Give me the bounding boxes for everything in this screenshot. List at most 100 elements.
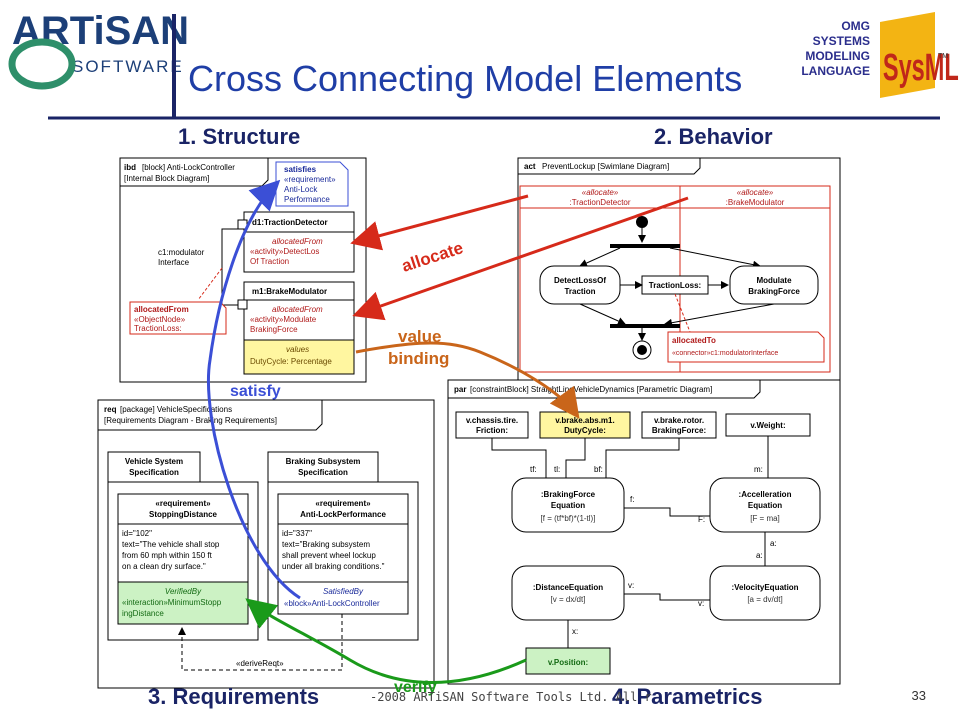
action-modulate	[729, 265, 819, 305]
pin-F: F:	[698, 515, 705, 524]
constraint-distance-1: :DistanceEquation	[533, 583, 603, 592]
action-modulate-1: Modulate	[756, 276, 792, 285]
value-binding-label-1: value	[398, 327, 441, 346]
ibd-header-kw: ibd	[124, 163, 136, 172]
artisan-logo-text: ARTiSAN	[12, 9, 189, 53]
allocated-to-note-connector: «connector»c1:modulatorInterface	[672, 350, 778, 357]
part-d1-alloc-1: «activity»DetectLos	[250, 247, 319, 256]
pin-x: x:	[572, 627, 578, 636]
quadrant-structure-heading: 1. Structure	[178, 124, 301, 149]
req-header-1: [package] VehicleSpecifications	[120, 405, 232, 414]
activity-diagram: act PreventLockup [Swimlane Diagram] «al…	[517, 157, 841, 381]
req2-keyword: «requirement»	[315, 499, 371, 508]
part-m1-alloc-label: allocatedFrom	[272, 305, 323, 314]
pkg-braking-name-1: Braking Subsystem	[286, 457, 361, 466]
swimlane-1-kw: «allocate»	[582, 188, 619, 197]
prop-braking-force-1: v.brake.rotor.	[654, 416, 704, 425]
prop-braking-force-2: BrakingForce:	[652, 426, 706, 435]
pin-a-2: a:	[756, 551, 763, 560]
requirement-anti-lock-performance	[277, 493, 409, 615]
allocate-arrow-2	[352, 196, 689, 321]
constraint-velocity-expr: [a = dv/dt]	[747, 595, 782, 604]
allocated-from-anchor	[197, 267, 223, 301]
action-modulate-2: BrakingForce	[748, 287, 800, 296]
constraint-braking-force-2: Equation	[551, 501, 585, 510]
satisfies-note-line-1: «requirement»	[284, 175, 336, 184]
req1-verified-2: ingDistance	[122, 609, 164, 618]
values-duty-cycle: DutyCycle: Percentage	[250, 357, 332, 366]
part-d1-title: d1:TractionDetector	[252, 218, 328, 227]
swimlane-2-kw: «allocate»	[737, 188, 774, 197]
object-node-traction-loss-label: TractionLoss:	[649, 281, 701, 290]
initial-node	[636, 216, 648, 228]
action-detect-loss	[539, 265, 621, 305]
prop-braking-force	[641, 411, 717, 439]
act-header: PreventLockup [Swimlane Diagram]	[542, 162, 669, 171]
prop-weight-label: v.Weight:	[750, 421, 785, 430]
satisfies-note-line-3: Performance	[284, 195, 330, 204]
pin-a-1: a:	[770, 539, 777, 548]
req1-keyword: «requirement»	[155, 499, 211, 508]
req2-id: id="337"	[282, 529, 312, 538]
satisfies-note-title: satisfies	[284, 165, 317, 174]
constraint-braking-force-expr: [f = (tf*bf)*(1-tl)]	[541, 514, 596, 523]
connector-c1	[221, 228, 242, 306]
req2-satisfied-label: SatisfiedBy	[323, 587, 364, 596]
req1-name: StoppingDistance	[149, 510, 218, 519]
prop-tire-friction	[455, 411, 529, 439]
pin-m: m:	[754, 465, 763, 474]
action-detect-loss-1: DetectLossOf	[554, 276, 606, 285]
pin-bf: bf:	[594, 465, 603, 474]
parametric-diagram: par [constraintBlock] StraightLineVehicl…	[447, 379, 841, 685]
omg-line-2: SYSTEMS	[813, 34, 870, 48]
prop-position-label: v.Position:	[548, 658, 588, 667]
requirements-diagram: req [package] VehicleSpecifications [Req…	[97, 399, 435, 689]
allocated-from-note	[129, 301, 227, 335]
swimlane-2-name: :BrakeModulator	[726, 198, 785, 207]
pkg-braking-subsystem-tab	[267, 451, 379, 483]
derive-reqt-link	[178, 614, 343, 671]
constraint-velocity-1: :VelocityEquation	[731, 583, 798, 592]
omg-line-1: OMG	[841, 19, 870, 33]
part-m1-alloc-2: BrakingForce	[250, 325, 298, 334]
req1-verified-1: «interaction»MinimumStopp	[122, 598, 222, 607]
artisan-logo-subtext: SOFTWARE	[72, 57, 184, 76]
satisfy-arrow	[206, 179, 301, 600]
verify-label: verify	[394, 679, 437, 696]
value-binding-label-2: binding	[388, 349, 449, 368]
allocated-from-note-2: TractionLoss:	[134, 324, 182, 333]
allocated-from-note-1: «ObjectNode»	[134, 315, 186, 324]
join-bar	[610, 324, 680, 328]
req1-verified-label: VerifiedBy	[165, 587, 202, 596]
req1-id: id="102"	[122, 529, 152, 538]
constraint-acceleration-2: Equation	[748, 501, 782, 510]
req2-name: Anti-LockPerformance	[300, 510, 386, 519]
fork-bar	[610, 244, 680, 248]
constraint-distance-expr: [v = dx/dt]	[551, 595, 586, 604]
page-number: 33	[911, 688, 926, 703]
satisfy-label: satisfy	[230, 383, 281, 400]
omg-sysml-logo: OMG SYSTEMS MODELING LANGUAGE SysML TM	[801, 12, 959, 98]
req2-text-1: text="Braking subsystem	[282, 540, 370, 549]
par-header-kw: par	[454, 385, 466, 394]
act-header-kw: act	[524, 162, 536, 171]
allocate-arrow-1	[350, 194, 529, 251]
constraint-braking-force-1: :BrakingForce	[541, 490, 596, 499]
ibd-header-1: [block] Anti-LockController	[142, 163, 235, 172]
pin-tf: tf:	[530, 465, 537, 474]
par-header: [constraintBlock] StraightLineVehicleDyn…	[470, 385, 712, 394]
ibd-header-2: [Internal Block Diagram]	[124, 174, 209, 183]
slide-title: Cross Connecting Model Elements	[188, 58, 743, 99]
omg-line-4: LANGUAGE	[801, 64, 870, 78]
allocated-to-note	[667, 331, 825, 363]
allocated-from-note-title: allocatedFrom	[134, 305, 189, 314]
pin-f: f:	[630, 495, 634, 504]
pkg-vehicle-system-name-2: Specification	[129, 468, 179, 477]
sysml-block-icon	[880, 12, 935, 98]
part-d1-traction-detector	[243, 211, 355, 273]
swimlane-1-name: :TractionDetector	[569, 198, 630, 207]
action-detect-loss-2: Traction	[564, 287, 595, 296]
quadrant-behavior-heading: 2. Behavior	[654, 124, 773, 149]
